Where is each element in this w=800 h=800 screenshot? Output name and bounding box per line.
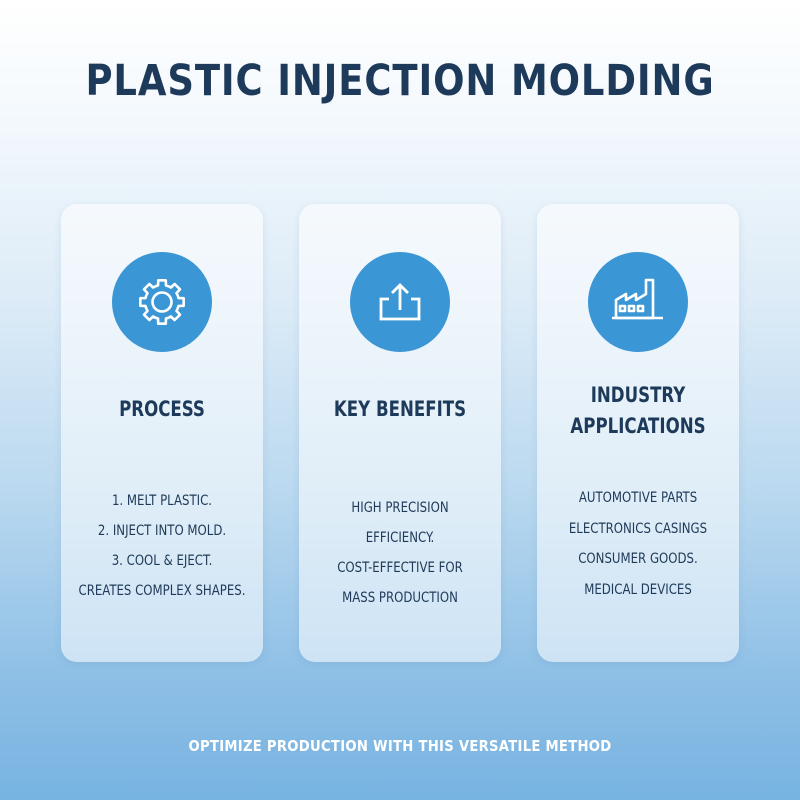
benefit-item: MASS PRODUCTION xyxy=(342,590,458,606)
process-steps: 1. MELT PLASTIC. 2. INJECT INTO MOLD. 3.… xyxy=(62,486,262,606)
benefits-list: HIGH PRECISION EFFICIENCY. COST-EFFECTIV… xyxy=(300,493,500,613)
process-icon-badge xyxy=(112,252,212,352)
process-card: PROCESS 1. MELT PLASTIC. 2. INJECT INTO … xyxy=(61,204,263,662)
benefits-card: KEY BENEFITS HIGH PRECISION EFFICIENCY. … xyxy=(299,204,501,662)
benefit-item: HIGH PRECISION xyxy=(351,500,449,516)
benefits-icon-badge xyxy=(350,252,450,352)
benefit-item: COST-EFFECTIVE FOR xyxy=(337,560,463,576)
application-item: CONSUMER GOODS. xyxy=(578,551,698,567)
application-item: MEDICAL DEVICES xyxy=(584,581,692,598)
process-step: 3. COOL & EJECT. xyxy=(111,553,213,569)
gear-icon xyxy=(139,279,185,325)
footer-tagline: OPTIMIZE PRODUCTION WITH THIS VERSATILE … xyxy=(188,737,612,755)
process-step: CREATES COMPLEX SHAPES. xyxy=(78,583,246,599)
applications-heading: INDUSTRY APPLICATIONS xyxy=(549,380,727,442)
benefits-heading-line: KEY BENEFITS xyxy=(333,397,467,421)
applications-list: AUTOMOTIVE PARTS ELECTRONICS CASINGS CON… xyxy=(538,483,738,605)
applications-heading-line: APPLICATIONS xyxy=(570,414,706,438)
factory-icon xyxy=(612,278,663,320)
benefit-item: EFFICIENCY. xyxy=(365,530,435,546)
process-step: 2. INJECT INTO MOLD. xyxy=(97,523,227,539)
process-step: 1. MELT PLASTIC. xyxy=(111,493,213,509)
application-item: AUTOMOTIVE PARTS xyxy=(578,490,698,506)
applications-heading-line: INDUSTRY xyxy=(590,383,686,407)
page-title: PLASTIC INJECTION MOLDING xyxy=(85,56,715,106)
applications-card: INDUSTRY APPLICATIONS AUTOMOTIVE PARTS E… xyxy=(537,204,739,662)
upload-tray-icon xyxy=(379,283,421,321)
application-item: ELECTRONICS CASINGS xyxy=(568,520,708,537)
process-heading: PROCESS xyxy=(73,394,251,425)
applications-icon-badge xyxy=(588,252,688,352)
benefits-heading: KEY BENEFITS xyxy=(311,394,489,425)
process-heading-line: PROCESS xyxy=(119,397,205,421)
